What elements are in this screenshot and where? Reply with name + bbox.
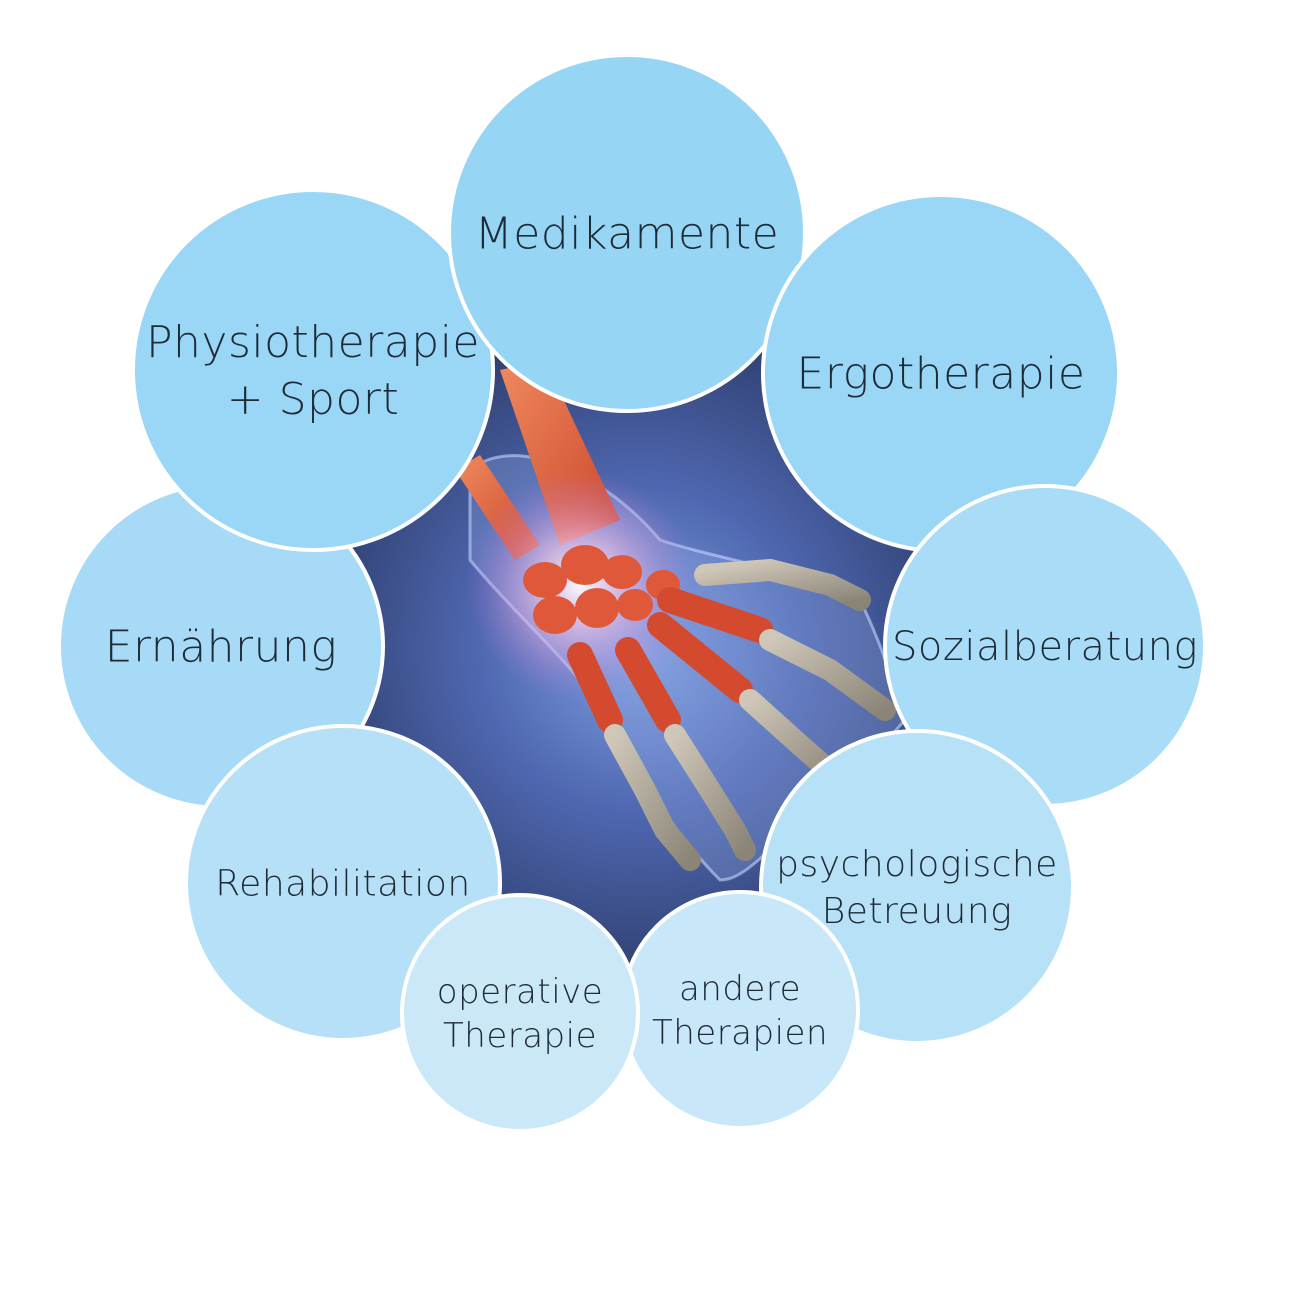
bubble-label-andere-therapien-2: Therapien [652,1013,828,1053]
bubble-label-sozialberatung-1: Sozialberatung [892,624,1198,670]
bubble-circle-andere-therapien [620,890,860,1130]
bubble-circle-operative-therapie [400,893,640,1133]
bubble-circle-physiotherapie [131,188,495,552]
carpal-bones [523,545,680,634]
bubble-label-physiotherapie-2: + Sport [227,374,399,425]
bubble-label-psychologische-betreuung-1: psychologische [776,844,1058,885]
metacarpal-bones [567,587,773,733]
bubble-label-medikamente-1: Medikamente [475,208,780,259]
bubble-label-psychologische-betreuung-2: Betreuung [822,891,1013,932]
bubble-medikamente: Medikamente [447,53,807,413]
bubble-label-andere-therapien-1: andere [679,969,801,1009]
bubble-sozialberatung: Sozialberatung [883,484,1207,808]
bubble-label-operative-therapie-1: operative [437,972,603,1012]
bubble-circle-medikamente [447,53,807,413]
bubble-label-ernaehrung-1: Ernährung [105,621,338,672]
bubble-physiotherapie: Physiotherapie + Sport [131,188,495,552]
bubble-ergotherapie: Ergotherapie [761,193,1121,553]
finger-bones [604,558,896,871]
bubble-label-ergotherapie-1: Ergotherapie [797,348,1086,399]
bubble-label-operative-therapie-2: Therapie [443,1016,597,1056]
bubble-label-physiotherapie-1: Physiotherapie [146,317,480,368]
bubble-label-rehabilitation-1: Rehabilitation [215,864,470,905]
